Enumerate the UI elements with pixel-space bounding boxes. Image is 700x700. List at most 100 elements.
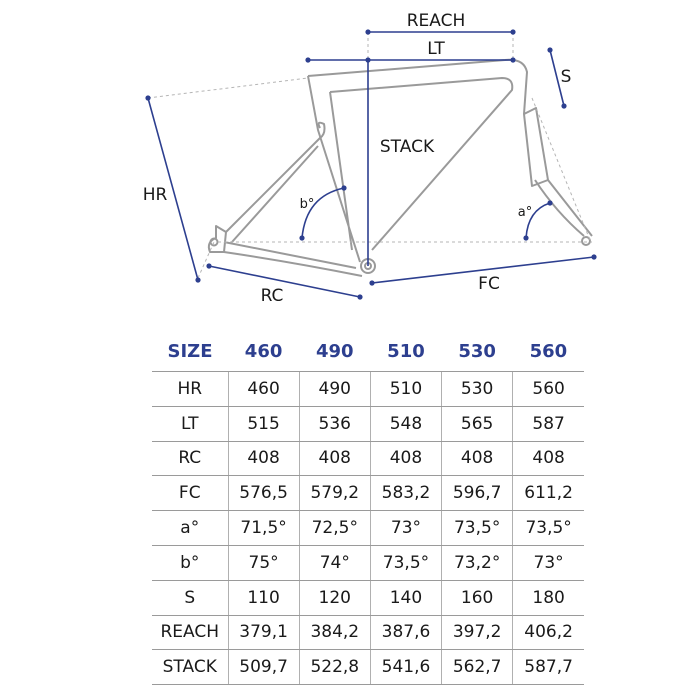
- hr-dimension: [147, 97, 199, 281]
- b-angle-label: b°: [300, 197, 315, 212]
- rear-axle: [209, 237, 219, 247]
- table-cell: 510: [369, 371, 442, 407]
- fc-dimension: [371, 256, 595, 284]
- header-cell: 510: [370, 331, 442, 372]
- dimension-labels: REACH LT S STACK HR b° a° RC FC: [143, 11, 572, 306]
- table-cell: 579,2: [298, 475, 371, 512]
- stack-label: STACK: [380, 137, 435, 157]
- table-cell: 73,5°: [369, 545, 442, 581]
- table-cell: 120: [298, 580, 371, 616]
- table-cell: 583,2: [369, 475, 442, 512]
- table-cell: 397,2: [441, 615, 513, 651]
- table-cell: 160: [441, 580, 513, 616]
- table-cell: 406,2: [512, 615, 584, 651]
- hr-label: HR: [143, 185, 168, 205]
- lt-endpoint: [510, 57, 516, 63]
- table-cell: 72,5°: [298, 510, 371, 546]
- reference-lines: [147, 32, 592, 279]
- bike-frame-outline: [207, 58, 593, 277]
- lt-endpoint: [305, 57, 311, 63]
- b-angle-endpoint: [299, 235, 305, 241]
- table-cell: 71,5°: [227, 510, 300, 546]
- head-angle-ref: [531, 97, 591, 241]
- header-cell: 460: [228, 331, 300, 372]
- table-cell: 110: [227, 580, 300, 616]
- hr-bottom-ref: [197, 241, 215, 279]
- top-tube-inner: [329, 77, 514, 251]
- table-cell: 408: [369, 441, 442, 477]
- table-cell: 140: [369, 580, 442, 616]
- table-cell: 565: [441, 406, 513, 442]
- stack-endpoint: [365, 57, 371, 63]
- table-cell: 73°: [369, 510, 442, 546]
- b-angle-arc: [301, 187, 345, 239]
- table-cell: 530: [441, 371, 513, 407]
- table-cell: 490: [298, 371, 371, 407]
- fc-endpoint: [369, 280, 375, 286]
- row-label: REACH: [152, 615, 228, 651]
- s-dimension: [549, 49, 565, 107]
- rc-label: RC: [261, 286, 284, 306]
- seat-tube: [307, 75, 361, 263]
- s-endpoint: [547, 47, 553, 53]
- b-angle-endpoint: [341, 185, 347, 191]
- seat-stay: [225, 121, 326, 243]
- fork-dropout: [581, 236, 591, 246]
- table-cell: 536: [298, 406, 371, 442]
- fork: [534, 179, 593, 237]
- chain-stay: [223, 241, 363, 277]
- table-cell: 587: [512, 406, 584, 442]
- header-cell: 560: [512, 331, 584, 372]
- fc-endpoint: [591, 254, 597, 260]
- row-label: HR: [152, 371, 228, 407]
- s-endpoint: [561, 103, 567, 109]
- header-cell: 490: [299, 331, 371, 372]
- dimension-lines: [145, 29, 597, 300]
- fc-label: FC: [478, 274, 500, 294]
- row-label: FC: [152, 475, 228, 512]
- reach-endpoint: [510, 29, 516, 35]
- table-cell: 74°: [298, 545, 371, 581]
- table-cell: 515: [227, 406, 300, 442]
- hr-top-ref: [147, 77, 309, 99]
- rc-endpoint: [206, 263, 212, 269]
- table-cell: 587,7: [512, 649, 584, 686]
- table-cell: 509,7: [227, 649, 300, 686]
- reach-endpoint: [365, 29, 371, 35]
- a-angle-label: a°: [518, 205, 532, 220]
- head-tube: [523, 107, 549, 187]
- table-cell: 384,2: [298, 615, 371, 651]
- table-cell: 576,5: [227, 475, 300, 512]
- a-angle-arc: [525, 202, 551, 239]
- hr-endpoint: [145, 95, 151, 101]
- size-header-row: SIZE 460 490 510 530 560: [152, 331, 584, 372]
- frame-geometry-diagram: REACH LT S STACK HR b° a° RC FC: [143, 11, 597, 306]
- row-label: S: [152, 580, 228, 616]
- hr-endpoint: [195, 277, 201, 283]
- header-cell: SIZE: [152, 331, 228, 372]
- table-cell: 73°: [512, 545, 584, 581]
- table-cell: 73,2°: [441, 545, 513, 581]
- lt-label: LT: [427, 39, 445, 59]
- row-label: RC: [152, 441, 228, 477]
- table-row: b°75°74°73,5°73,2°73°: [152, 545, 584, 581]
- table-cell: 460: [227, 371, 300, 407]
- table-cell: 379,1: [227, 615, 300, 651]
- table-cell: 73,5°: [441, 510, 513, 546]
- reach-label: REACH: [407, 11, 466, 31]
- row-label: a°: [152, 510, 228, 546]
- table-row: a°71,5°72,5°73°73,5°73,5°: [152, 510, 584, 546]
- table-cell: 75°: [227, 545, 300, 581]
- table-cell: 180: [512, 580, 584, 616]
- row-label: LT: [152, 406, 228, 442]
- table-cell: 408: [441, 441, 513, 477]
- row-label: b°: [152, 545, 228, 581]
